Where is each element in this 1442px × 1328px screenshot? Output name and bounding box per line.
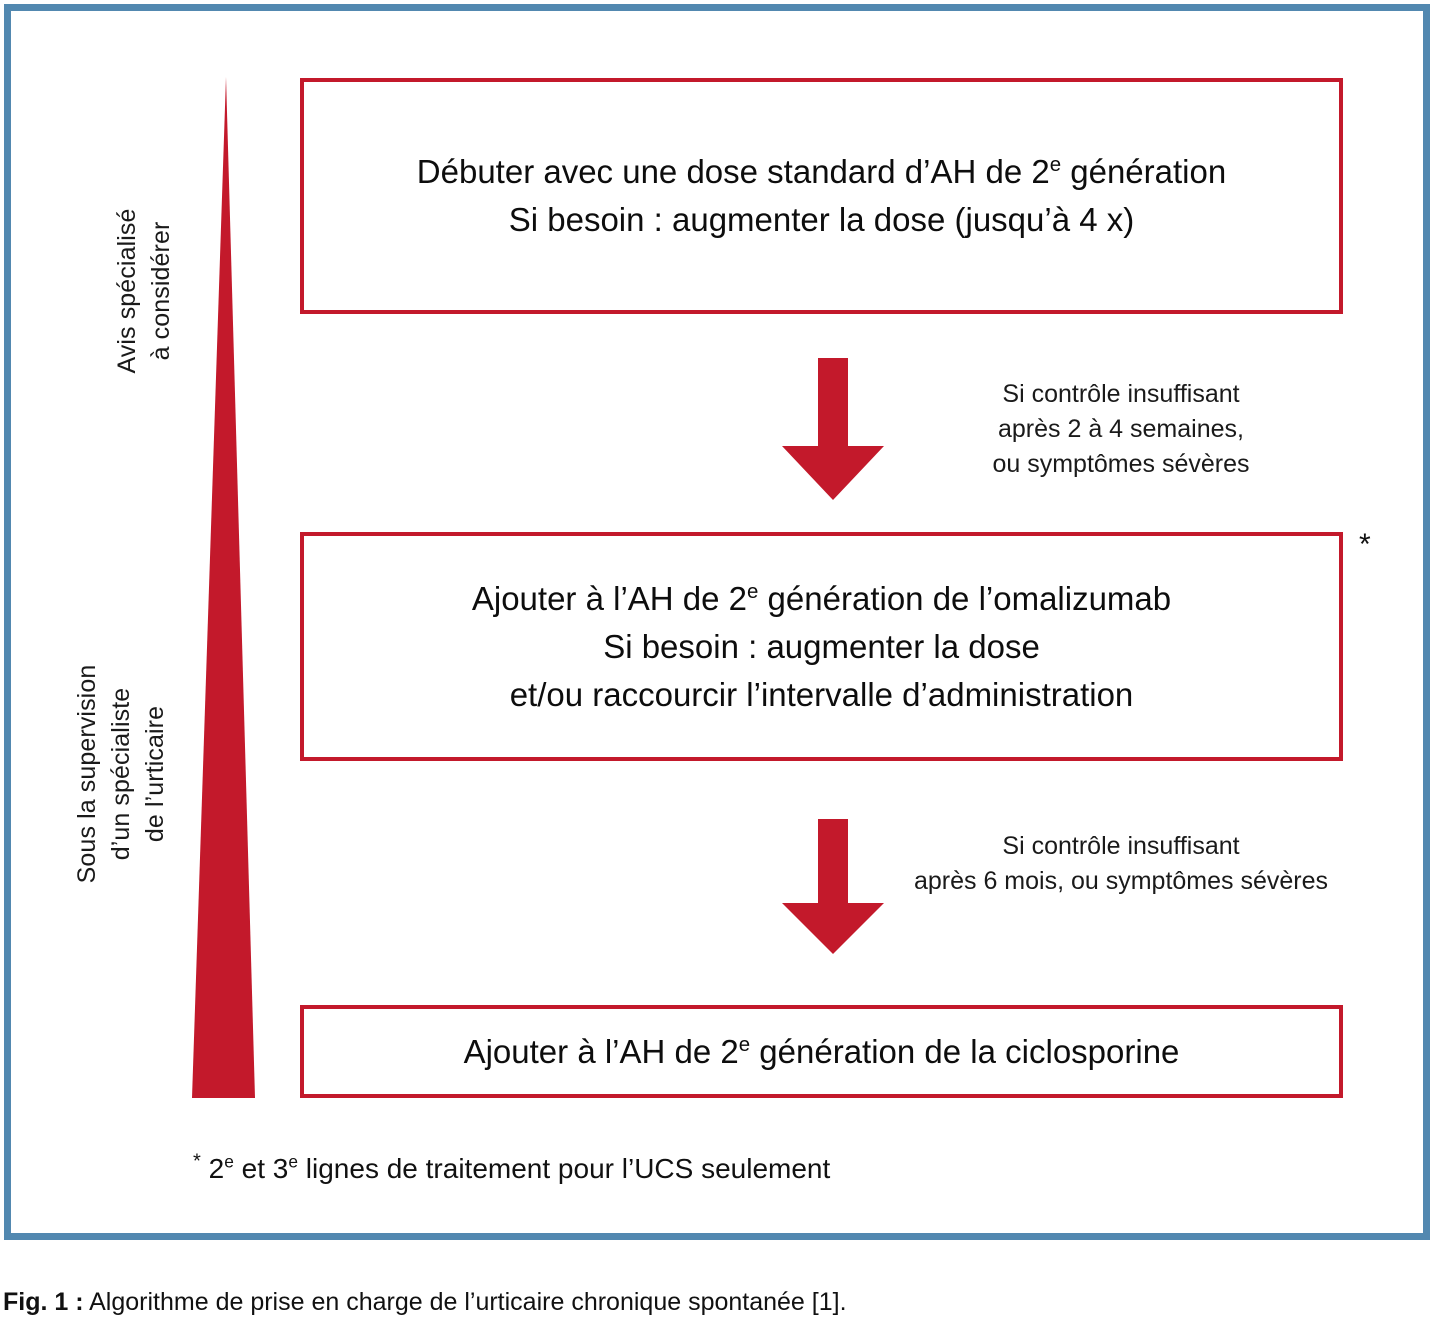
side-label-advice-line-1: Avis spécialisé xyxy=(113,208,141,374)
arrow-label-2-line-1: Si contrôle insuffisant xyxy=(1002,832,1240,860)
arrow-label-1-line-3: ou symptômes sévères xyxy=(992,450,1250,478)
step-box-first-line-treatment: Débuter avec une dose standard d’AH de 2… xyxy=(300,78,1343,314)
down-arrow-second-to-third xyxy=(774,819,892,954)
arrow-label-1-line-2: après 2 à 4 semaines, xyxy=(998,415,1244,443)
step-box-3-text: Ajouter à l’AH de 2e génération de la ci… xyxy=(446,1028,1198,1076)
down-arrow-first-to-second xyxy=(774,358,892,500)
step-box-2-text: Ajouter à l’AH de 2e génération de l’oma… xyxy=(454,575,1189,719)
step-box-2-line-3: et/ou raccourcir l’intervalle d’administ… xyxy=(509,675,1134,713)
arrow-label-1-line-1: Si contrôle insuffisant xyxy=(1002,380,1240,408)
step-box-2-line-2: Si besoin : augmenter la dose xyxy=(603,627,1040,665)
ordinal-superscript: e xyxy=(747,579,759,603)
side-label-supervision-line-2: d’un spécialiste xyxy=(107,687,135,861)
step-box-1-text: Débuter avec une dose standard d’AH de 2… xyxy=(399,148,1244,244)
step-box-1-line-2: Si besoin : augmenter la dose (jusqu’à 4… xyxy=(508,201,1135,238)
ordinal-superscript: e xyxy=(738,1032,751,1056)
arrow-label-2-line-2: après 6 mois, ou symptômes sévères xyxy=(913,867,1329,895)
figure-frame: Avis spécialisé à considérer Sous la sup… xyxy=(4,4,1430,1240)
figure-caption: Fig. 1 : Algorithme de prise en charge d… xyxy=(3,1286,847,1318)
arrow-label-escalate-to-step-3: Si contrôle insuffisant après 6 mois, ou… xyxy=(871,829,1371,899)
side-label-specialist-supervision: Sous la supervision d’un spécialiste de … xyxy=(70,624,172,924)
ordinal-superscript: e xyxy=(224,1151,234,1172)
escalation-wedge-triangle xyxy=(192,77,258,1098)
side-label-specialist-advice: Avis spécialisé à considérer xyxy=(110,171,178,411)
asterisk-marker: * xyxy=(1359,528,1371,561)
arrow-label-escalate-to-step-2: Si contrôle insuffisant après 2 à 4 sema… xyxy=(941,377,1301,482)
ordinal-superscript: e xyxy=(1049,153,1062,176)
footnote-star: * xyxy=(193,1150,201,1173)
side-label-supervision-line-3: de l’urticaire xyxy=(141,705,169,843)
footnote-ucs-only: * 2e et 3e lignes de traitement pour l’U… xyxy=(193,1150,831,1184)
step-box-1-line-1: Débuter avec une dose standard d’AH de 2… xyxy=(416,153,1227,190)
step-box-3-line-1: Ajouter à l’AH de 2e génération de la ci… xyxy=(463,1032,1180,1070)
figure-caption-text: Algorithme de prise en charge de l’urtic… xyxy=(83,1288,847,1316)
step-box-2-line-1: Ajouter à l’AH de 2e génération de l’oma… xyxy=(471,579,1172,617)
ordinal-superscript: e xyxy=(288,1151,299,1172)
figure-caption-label: Fig. 1 : xyxy=(3,1288,84,1316)
step-box-second-line-treatment: Ajouter à l’AH de 2e génération de l’oma… xyxy=(300,532,1343,761)
side-label-advice-line-2: à considérer xyxy=(147,221,175,361)
side-label-supervision-line-1: Sous la supervision xyxy=(73,664,101,884)
step-box-third-line-treatment: Ajouter à l’AH de 2e génération de la ci… xyxy=(300,1005,1343,1098)
